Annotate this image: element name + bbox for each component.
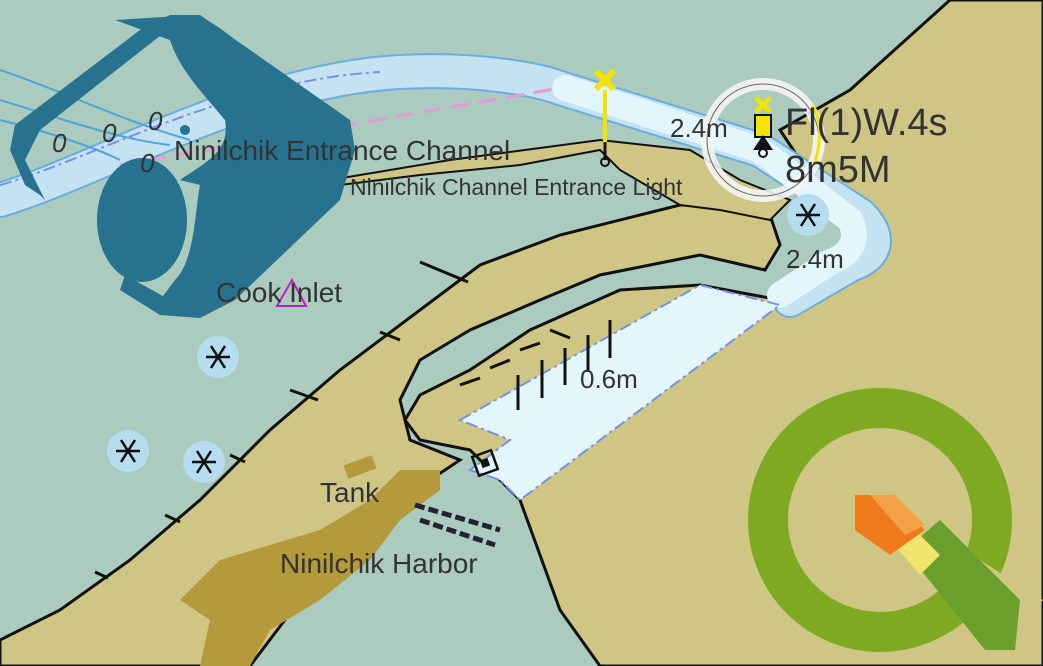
sounding: 2.4m (786, 244, 844, 274)
light-icon[interactable] (701, 78, 825, 202)
sounding: 0 (148, 106, 163, 136)
recommended-track (119, 86, 561, 167)
tank-label: Tank (320, 477, 380, 508)
light-label: Ninilchik Channel Entrance Light (350, 174, 683, 200)
light-characteristic: Fl(1)W.4s (785, 102, 948, 144)
sounding: 0 (140, 148, 155, 178)
land-spit-north (299, 138, 792, 222)
building (343, 455, 377, 479)
inlet-label: Cook Inlet (216, 277, 342, 308)
harbor-label: Ninilchik Harbor (280, 548, 478, 579)
seagrass-icon (107, 430, 149, 472)
entrance-channel-fill (0, 55, 890, 316)
channel-label: Ninilchik Entrance Channel (174, 135, 510, 166)
land-spit (0, 203, 782, 666)
sounding: 2.4m (670, 113, 728, 143)
seagrass-icon (183, 441, 225, 483)
app-logo-icon (10, 15, 355, 318)
sounding: 0 (102, 118, 117, 148)
built-area (180, 470, 440, 666)
light-range: 8m5M (785, 149, 891, 191)
restricted-area-icon (275, 277, 308, 307)
harbor-basin (457, 283, 783, 502)
tank-icon (470, 448, 500, 478)
seagrass-icon (787, 194, 829, 236)
wreck-marker (414, 502, 501, 548)
channel-limit (0, 71, 381, 186)
dredged-channel (552, 75, 867, 308)
seagrass-icon (197, 336, 239, 378)
qgis-logo-icon (748, 388, 1043, 652)
piers (94, 260, 612, 580)
sounding: 0.6m (580, 364, 638, 394)
beacon-icon (593, 68, 617, 167)
sounding: 0 (52, 128, 67, 158)
